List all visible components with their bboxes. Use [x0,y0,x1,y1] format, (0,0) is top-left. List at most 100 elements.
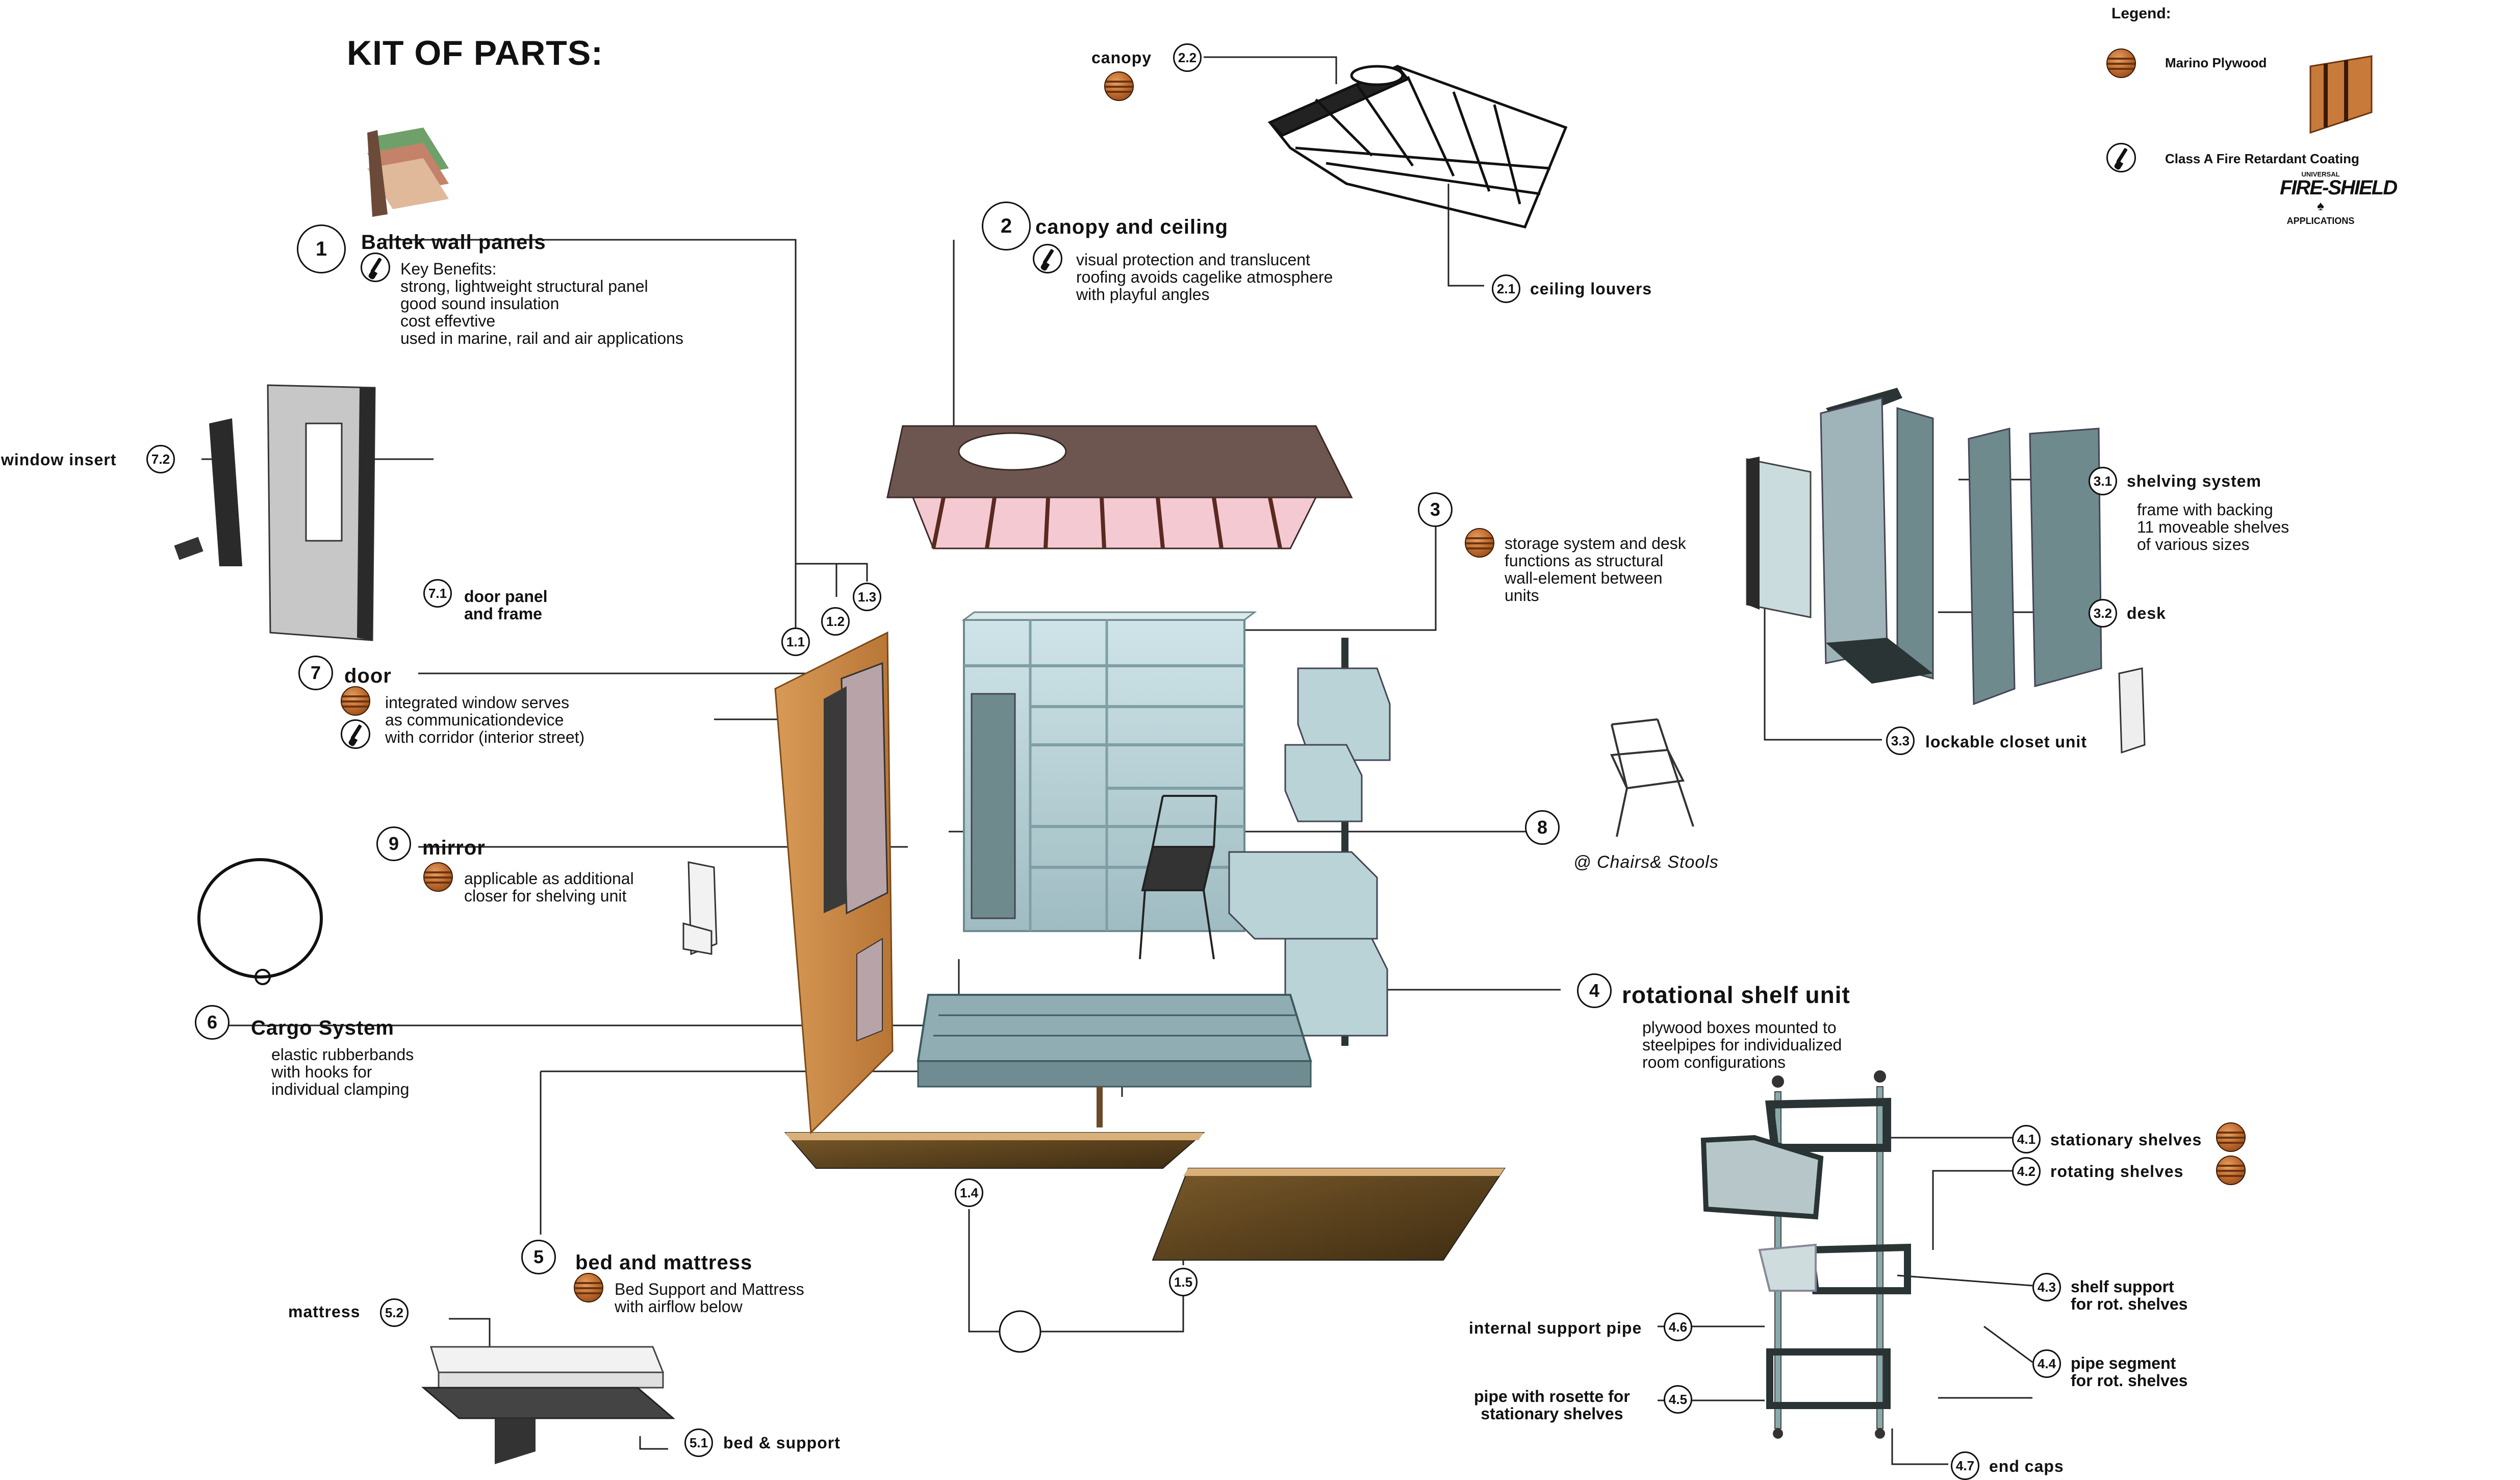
part-9-text: applicable as additional closer for shel… [464,869,634,905]
plywood-icon [2216,1156,2246,1185]
flame-icon: ♠ [2317,198,2324,213]
part-2-text: visual protection and translucent roofin… [1076,250,1333,304]
badge-4-5: 4.5 [1664,1385,1692,1414]
badge-9: 9 [376,826,411,861]
ceiling-louvers [1267,64,1568,229]
shelving-exploded [1746,388,2146,754]
part-4-text: plywood boxes mounted to steelpipes for … [1642,1018,1842,1071]
internal-support-pipe-label: internal support pipe [1469,1319,1642,1337]
mirror-icon [682,861,718,956]
floor-panel-1-5 [1152,1168,1506,1261]
closet-unit-label: lockable closet unit [1925,733,2087,751]
badge-5-2: 5.2 [380,1298,409,1327]
badge-7: 7 [298,656,333,690]
shelf-support-label: shelf support for rot. shelves [2071,1277,2188,1313]
chairs-stools-label: @ Chairs& Stools [1573,852,1719,872]
badge-1-3: 1.3 [853,583,881,611]
shelving-system-label: shelving system [2127,472,2261,490]
desk-label: desk [2127,604,2166,622]
brush-icon [361,253,390,282]
part-6-title: Cargo System [251,1017,394,1039]
part-5-title: bed and mattress [575,1251,753,1274]
badge-8: 8 [1525,810,1560,845]
badge-1-4: 1.4 [955,1178,983,1207]
part-7-title: door [344,665,392,687]
logo-main-text: FIRE-SHIELD [2280,177,2398,199]
badge-4-4: 4.4 [2032,1349,2061,1378]
brush-icon [341,719,370,749]
rotational-shelf-unit [1228,638,1391,1046]
legend-plywood-label: Marino Plywood [2165,55,2267,70]
plywood-icon [1465,528,1494,558]
badge-1-2: 1.2 [821,607,850,636]
badge-5-1: 5.1 [684,1428,713,1457]
brush-icon [1033,244,1062,273]
legend-heading: Legend: [2111,5,2171,22]
badge-4-1: 4.1 [2012,1125,2041,1153]
badge-2-2: 2.2 [1173,43,1202,72]
end-caps-label: end caps [1989,1457,2064,1475]
mattress-label: mattress [288,1302,361,1321]
door-panel-label: door panel and frame [464,587,548,623]
bed-support-label: bed & support [723,1434,841,1452]
window-insert-label: window insert [1,450,117,469]
badge-4-2: 4.2 [2012,1157,2041,1186]
canopy-label: canopy [1091,48,1152,67]
part-7-text: integrated window serves as communicatio… [385,693,585,746]
badge-4: 4 [1577,973,1612,1008]
stool-icon [1610,718,1694,837]
badge-4-3: 4.3 [2032,1273,2061,1301]
part-2-title: canopy and ceiling [1035,216,1229,238]
plywood-icon [2216,1122,2246,1152]
floor-joint-circle [999,1310,1041,1353]
chair [1139,795,1217,960]
badge-3-1: 3.1 [2089,467,2117,495]
part-3-text: storage system and desk functions as str… [1505,534,1686,605]
plywood-icon [1104,71,1134,101]
badge-4-6: 4.6 [1664,1313,1692,1341]
badge-1-1: 1.1 [781,628,810,656]
shelving-unit [961,611,1257,932]
badge-1-5: 1.5 [1169,1268,1198,1296]
canopy-block [886,425,1353,549]
plywood-icon [2106,48,2136,78]
door-drawing [174,384,376,641]
badge-2: 2 [982,202,1031,250]
part-4-title: rotational shelf unit [1622,982,1850,1008]
badge-4-7: 4.7 [1951,1451,1979,1480]
plywood-icon [341,686,370,716]
part-5-text: Bed Support and Mattress with airflow be… [615,1280,804,1316]
pipe-segment-label: pipe segment for rot. shelves [2071,1354,2188,1390]
rotating-shelves-label: rotating shelves [2050,1162,2184,1181]
plywood-icon [423,862,453,892]
stationary-shelves-label: stationary shelves [2050,1131,2202,1149]
badge-3-2: 3.2 [2089,599,2117,628]
part-1-text: Key Benefits: strong, lightweight struct… [400,260,683,347]
page-title: KIT OF PARTS: [347,34,603,72]
panel-samples [367,128,449,217]
shelving-system-text: frame with backing 11 moveable shelves o… [2137,500,2289,554]
part-9-title: mirror [422,837,486,859]
legend-coating-label: Class A Fire Retardant Coating [2165,151,2359,166]
badge-7-1: 7.1 [423,579,452,608]
bed [917,994,1312,1127]
ceiling-louvers-label: ceiling louvers [1530,280,1652,298]
part-1-title: Baltek wall panels [361,231,546,254]
mirror-panel [841,662,888,915]
part-6-text: elastic rubberbands with hooks for indiv… [271,1045,414,1098]
fire-shield-logo: UNIVERSAL FIRE-SHIELD ♠ APPLICATIONS [2280,170,2398,226]
badge-2-1: 2.1 [1492,274,1520,303]
legend-plywood-sample [2309,55,2373,134]
badge-3: 3 [1418,492,1453,527]
badge-3-3: 3.3 [1886,726,1915,755]
logo-top-text: UNIVERSAL [2301,170,2340,178]
brush-icon [2106,143,2136,172]
badge-5: 5 [521,1240,556,1274]
bed-exploded [421,1346,676,1464]
badge-7-2: 7.2 [146,445,175,473]
logo-bottom-text: APPLICATIONS [2286,216,2355,226]
badge-6: 6 [195,1005,230,1040]
cargo-band [197,858,323,985]
pipe-rosette-label: pipe with rosette for stationary shelves [1474,1387,1630,1423]
